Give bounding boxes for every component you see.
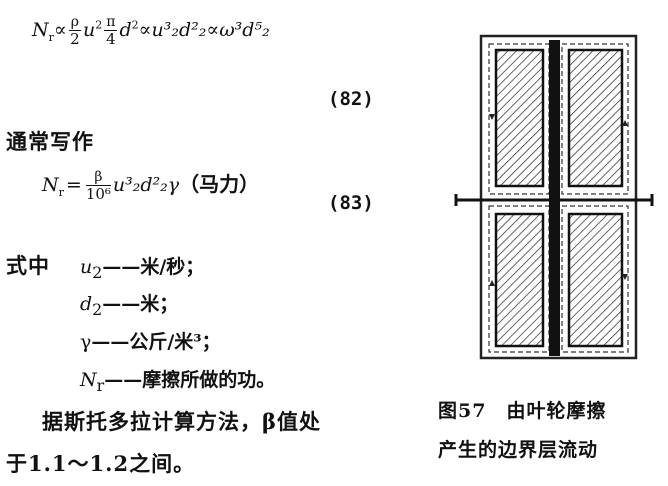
usually-written-text: 通常写作 [6, 129, 94, 154]
variable-gamma: γ——公斤/米³； [80, 327, 221, 354]
var-gamma-symbol: γ [80, 331, 92, 353]
variable-u2: u2——米/秒； [80, 252, 204, 282]
var-n-desc: ——摩擦所做的功。 [104, 369, 276, 391]
eq82-frac2-num: π [104, 14, 118, 31]
eq83-frac-den: 10⁶ [85, 185, 111, 203]
eq82-prop: ∝ [53, 19, 67, 41]
var-n-sub: r [96, 375, 105, 395]
equation-83-number: (83) [328, 192, 374, 214]
eq82-d-sup: 2 [131, 18, 139, 32]
flow-loop-top-right [561, 43, 629, 195]
eq83-body: u³₂d²₂γ [112, 174, 180, 196]
eq82-frac2-den: 4 [106, 30, 116, 48]
eq83-unit: （马力） [179, 172, 260, 196]
eq82-lhs: N [32, 19, 49, 41]
eq82-frac1-den: 2 [70, 30, 80, 48]
figure-caption-line-1: 图57 由叶轮摩擦 [438, 400, 607, 422]
hatched-block-bottom-left [494, 212, 545, 348]
arrow-top-left [489, 114, 495, 120]
eq83-lhs-sub: r [58, 185, 64, 199]
var-d-symbol: d [80, 293, 93, 315]
flow-loop-bottom-right [561, 205, 629, 353]
eq82-d: d [119, 19, 132, 41]
eq82-u: u [82, 19, 96, 41]
var-gamma-desc: ——公斤/米³； [91, 331, 221, 353]
where-label: 式中 [6, 253, 50, 278]
paragraph-line-1: 据斯托多拉计算方法，β值处 [42, 409, 321, 434]
impeller-disc [549, 40, 560, 356]
hatched-block-top-right [567, 48, 624, 188]
eq82-tail: ∝u³₂d²₂∝ω³d⁵₂ [138, 19, 270, 41]
figure-57-impeller-diagram [454, 34, 654, 360]
arrow-top-right [622, 120, 628, 126]
eq82-lhs-sub: r [48, 30, 54, 44]
arrow-bottom-right [622, 274, 628, 280]
var-u-sub: 2 [92, 262, 103, 282]
var-d-desc: ——米； [102, 293, 179, 315]
figure-caption-line-2: 产生的边界层流动 [438, 439, 599, 461]
eq83-lhs: N [42, 174, 59, 196]
variable-nr: Nr——摩擦所做的功。 [80, 365, 275, 395]
hatched-block-top-left [494, 48, 545, 188]
casing-outline [479, 34, 638, 360]
paragraph-line-2: 于1.1～1.2之间。 [6, 451, 196, 476]
var-d-sub: 2 [92, 299, 103, 319]
eq82-u-sup: 2 [95, 18, 103, 32]
hatched-block-bottom-right [567, 212, 624, 348]
arrow-bottom-left [489, 280, 495, 286]
eq83-frac-num: β [85, 169, 111, 186]
equation-82-number: (82) [328, 88, 374, 110]
eq82-frac1-num: ρ [68, 14, 81, 31]
variable-d2: d2——米； [80, 289, 178, 319]
flow-loop-top-left [488, 43, 550, 195]
var-n-symbol: N [80, 369, 97, 391]
var-u-symbol: u [80, 256, 93, 278]
eq83-equals: = [65, 174, 82, 196]
var-u-desc: ——米/秒； [102, 256, 205, 278]
